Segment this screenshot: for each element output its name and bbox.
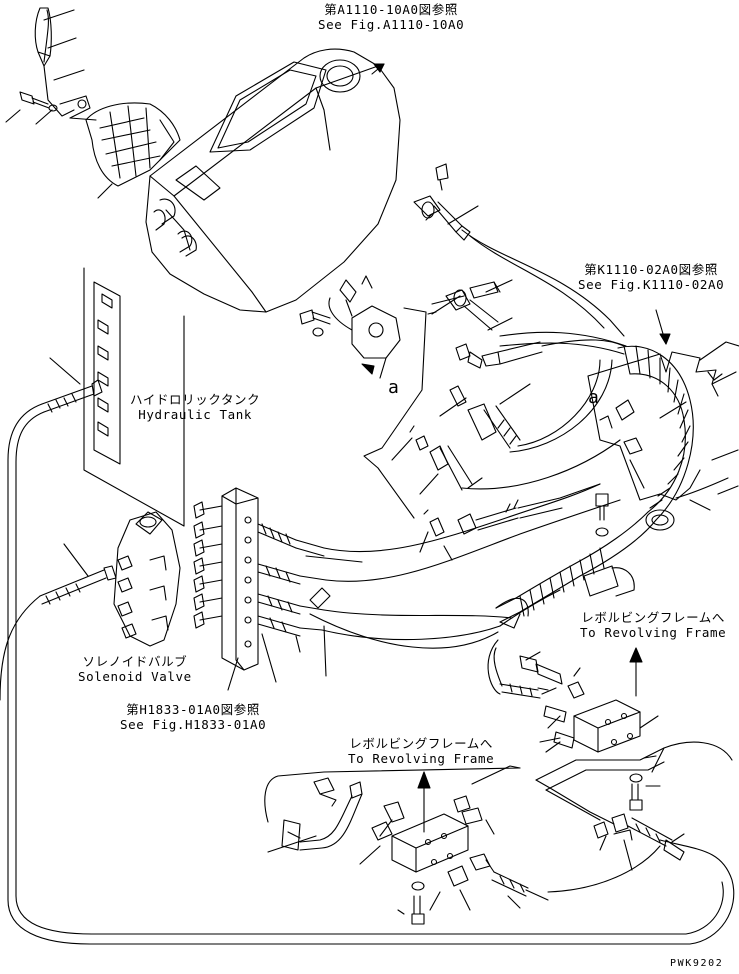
spiral-hose-bundle [496,346,693,628]
hydraulic-tank-jp: ハイドロリックタンク [130,392,261,407]
lever-bolt [20,92,57,111]
hose-solenoid-left [0,566,116,700]
bracket-a-left [364,308,426,518]
revolving-frame-right-jp: レボルビングフレームへ [581,610,725,625]
revolving-frame-center-jp: レボルビングフレームへ [349,736,493,751]
solenoid-valve-en: Solenoid Valve [78,669,192,684]
ref-h1833-jp: 第H1833-01A0図参照 [126,702,260,717]
arrow-head-revolving-center [418,772,430,788]
ref-k1110-en: See Fig.K1110-02A0 [578,277,725,292]
bolt-center-lower [412,882,424,924]
frame-outline-center [265,768,520,822]
leaders-right-lower [526,652,684,870]
hose-left-long [8,380,734,944]
leader-left-hose [50,358,80,384]
ref-k1110-jp: 第K1110-02A0図参照 [584,262,718,277]
frame-outline-right [652,742,732,772]
control-lever [35,8,90,118]
hydraulic-tank-en: Hydraulic Tank [138,407,253,422]
ref-h1833-en: See Fig.H1833-01A0 [120,717,267,732]
ref-a1110-label: 第A1110-10A0図参照 See Fig.A1110-10A0 [318,2,464,32]
revolving-frame-right-label: レボルビングフレームへ To Revolving Frame [580,610,726,640]
hose-link [500,590,560,626]
manifold-hoses [258,484,620,648]
hose-center-lower [282,778,660,900]
leaders-fittings [392,206,530,560]
bundle-clamp [584,494,634,596]
solenoid-valve-jp: ソレノイドバルブ [82,654,188,669]
ref-a1110-en: See Fig.A1110-10A0 [318,17,465,32]
ref-h1833-label: 第H1833-01A0図参照 See Fig.H1833-01A0 [120,702,266,732]
revolving-frame-center-en: To Revolving Frame [348,751,495,766]
solenoid-valve [114,512,180,646]
leaders-manifold [228,556,362,690]
leaders-lever [6,10,112,198]
callout-a-right: a [588,387,600,408]
mounting-bracket-right [588,342,739,530]
hydraulic-tank-body [146,49,400,312]
leaders-bracket [660,402,738,510]
arrow-head-a1110 [374,64,384,72]
lever-boot [70,103,180,186]
distribution-block-center [372,796,494,886]
tank-switch-assembly [300,276,400,378]
revolving-frame-center-label: レボルビングフレームへ To Revolving Frame [348,736,494,766]
distribution-block-right [488,640,640,752]
revolving-frame-right-en: To Revolving Frame [580,625,727,640]
callout-a-left: a [388,377,400,398]
bolt-right-lower [630,774,642,810]
arrow-head-revolving-right [630,648,642,662]
hydraulic-tank-label: ハイドロリックタンク Hydraulic Tank [130,392,260,422]
hose-right-lower [536,748,684,860]
leaders-center-lower [268,766,520,914]
arrow-head-k1110 [660,334,670,344]
upper-right-hoses [410,164,626,536]
manifold-block [194,488,258,670]
ref-a1110-jp: 第A1110-10A0図参照 [324,2,458,17]
drawing-code: PWK9202 [670,958,724,969]
ref-k1110-label: 第K1110-02A0図参照 See Fig.K1110-02A0 [578,262,724,292]
leader-solenoid-hose [64,544,88,576]
solenoid-valve-label: ソレノイドバルブ Solenoid Valve [78,654,192,684]
